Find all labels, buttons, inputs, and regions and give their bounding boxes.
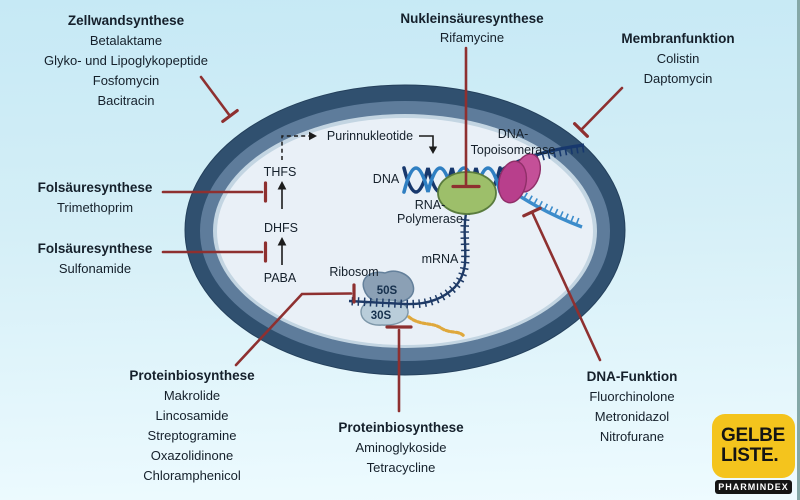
- drug-name: Trimethoprim: [56, 200, 134, 215]
- dna-topoisomerase-label: DNA- Topoisomerase: [471, 126, 556, 158]
- drug-name: Chloramphenicol: [143, 468, 241, 483]
- dna-label: DNA: [372, 172, 400, 186]
- drug-name: Fosfomycin: [92, 73, 160, 88]
- drug-name: Betalaktame: [89, 33, 163, 48]
- drug-name: Tetracycline: [366, 460, 436, 475]
- annotation-proteinbiosynthese-mitte: Proteinbiosynthese Aminoglykoside Tetrac…: [338, 418, 463, 478]
- annotation-folsaeuresynthese-2: Folsäuresynthese Sulfonamide: [38, 239, 153, 279]
- inhibition-rifamycine: [451, 46, 481, 189]
- inhibition-trimethoprim: [161, 181, 268, 203]
- annotation-title: DNA-Funktion: [586, 369, 678, 384]
- right-edge-strip: [797, 0, 800, 500]
- rna-polymerase-label: RNA- Polymerase: [397, 198, 463, 226]
- gelbe-liste-logo-box: GELBE LISTE.: [712, 414, 795, 478]
- ribosom-label: Ribosom: [329, 265, 379, 279]
- pathway-arrows: [277, 131, 438, 265]
- annotation-zellwandsynthese: Zellwandsynthese Betalaktame Glyko- und …: [44, 11, 208, 111]
- annotation-nukleinsaeuresynthese: Nukleinsäuresynthese Rifamycine: [400, 9, 543, 47]
- purinnukleotide-label: Purinnukleotide: [326, 129, 414, 143]
- mrna-label: mRNA: [421, 252, 459, 266]
- drug-name: Streptogramine: [147, 428, 237, 443]
- dna-topoisomerase-label-line2: Topoisomerase: [470, 143, 556, 157]
- subunit-30s-label: 30S: [370, 310, 392, 322]
- annotation-title: Proteinbiosynthese: [338, 420, 464, 435]
- annotation-title: Folsäuresynthese: [37, 180, 153, 195]
- logo-word2: LISTE.: [721, 445, 779, 466]
- annotation-title: Folsäuresynthese: [37, 241, 153, 256]
- rna-polymerase-label-line2: Polymerase: [397, 212, 463, 226]
- drug-name: Lincosamide: [155, 408, 229, 423]
- annotation-dna-funktion: DNA-Funktion Fluorchinolone Metronidazol…: [587, 367, 678, 447]
- drug-name: Glyko- und Lipoglykopeptide: [43, 53, 209, 68]
- annotation-proteinbiosynthese-links: Proteinbiosynthese Makrolide Lincosamide…: [129, 366, 254, 486]
- drug-name: Bacitracin: [97, 93, 155, 108]
- purine-to-dna-arrow: [419, 135, 434, 148]
- rna-polymerase-label-line1: RNA-: [414, 198, 446, 212]
- inhibition-zellwandsynthese: [199, 75, 239, 124]
- inhibition-protein-30s: [385, 325, 413, 413]
- subunit-50s-label: 50S: [376, 285, 398, 297]
- drug-name: Aminoglykoside: [355, 440, 447, 455]
- thfs-to-purine-dashed-arrow: [281, 135, 311, 160]
- drug-name: Rifamycine: [439, 30, 505, 45]
- mrna-strand: [348, 212, 471, 309]
- gelbe-liste-logo: GELBE LISTE. PHARMINDEX: [712, 414, 795, 494]
- drug-name: Daptomycin: [643, 71, 713, 86]
- drug-name: Metronidazol: [594, 409, 670, 424]
- dna-topoisomerase-label-line1: DNA-: [497, 127, 529, 141]
- thfs-label: THFS: [263, 165, 297, 179]
- logo-word1: GELBE: [721, 425, 785, 446]
- logo-tagline: PHARMINDEX: [715, 480, 792, 494]
- annotation-title: Proteinbiosynthese: [129, 368, 255, 383]
- drug-name: Sulfonamide: [58, 261, 132, 276]
- annotation-title: Nukleinsäuresynthese: [400, 11, 544, 26]
- inhibition-dna-funktion: [522, 206, 602, 362]
- dhfs-label: DHFS: [263, 221, 299, 235]
- paba-label: PABA: [263, 271, 297, 285]
- drug-name: Makrolide: [163, 388, 221, 403]
- annotation-membranfunktion: Membranfunktion Colistin Daptomycin: [621, 29, 734, 89]
- drug-name: Oxazolidinone: [150, 448, 234, 463]
- annotation-title: Zellwandsynthese: [67, 13, 185, 28]
- drug-name: Colistin: [656, 51, 700, 66]
- annotation-title: Membranfunktion: [621, 31, 735, 46]
- drug-name: Fluorchinolone: [589, 389, 675, 404]
- inhibition-lines: [161, 46, 624, 413]
- ribosome-30s-shape: [360, 299, 409, 326]
- inhibition-sulfonamide: [161, 241, 268, 263]
- inhibition-protein-50s: [234, 283, 356, 367]
- drug-name: Nitrofurane: [599, 429, 665, 444]
- topoisomerase-shape: [497, 153, 542, 204]
- protein-chain: [407, 315, 466, 338]
- inhibition-membranfunktion: [572, 86, 624, 138]
- annotation-folsaeuresynthese-1: Folsäuresynthese Trimethoprim: [38, 178, 153, 218]
